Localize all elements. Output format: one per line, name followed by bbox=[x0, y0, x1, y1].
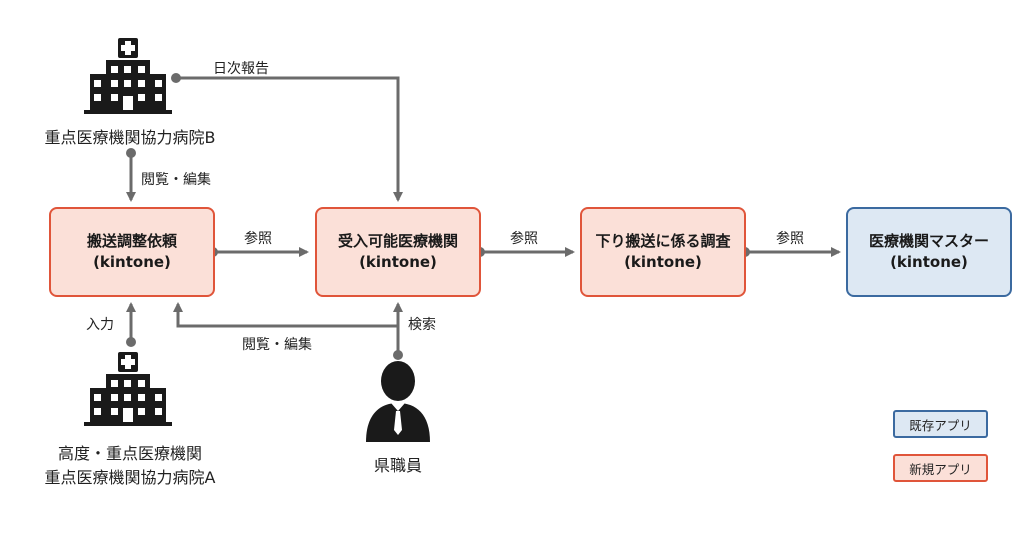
edge-daily-report bbox=[176, 76, 403, 202]
box-downward-transport-survey-title: 下り搬送に係る調査 bbox=[595, 232, 731, 250]
legend-existing-app: 既存アプリ bbox=[893, 410, 988, 438]
box-transport-request[interactable]: 搬送調整依頼 (kintone) bbox=[49, 207, 215, 297]
label-ref-1: 参照 bbox=[244, 231, 272, 247]
label-ref-3: 参照 bbox=[776, 231, 804, 247]
box-hospital-master-sub: (kintone) bbox=[890, 253, 968, 271]
box-hospital-master[interactable]: 医療機関マスター (kintone) bbox=[846, 207, 1012, 297]
person-icon bbox=[366, 361, 430, 442]
label-input: 入力 bbox=[86, 317, 114, 333]
label-search: 検索 bbox=[408, 317, 436, 333]
box-downward-transport-survey[interactable]: 下り搬送に係る調査 (kintone) bbox=[580, 207, 746, 297]
box-transport-request-title: 搬送調整依頼 bbox=[86, 232, 177, 250]
hospital-b-icon bbox=[84, 38, 172, 114]
caption-hospital-a-line2: 重点医療機関協力病院A bbox=[44, 468, 216, 487]
label-daily-report: 日次報告 bbox=[213, 61, 269, 77]
label-ref-2: 参照 bbox=[510, 231, 538, 247]
connector-dot bbox=[126, 148, 136, 158]
legend-new-app: 新規アプリ bbox=[893, 454, 988, 482]
caption-hospital-a-line1: 高度・重点医療機関 bbox=[57, 444, 202, 463]
caption-hospital-b: 重点医療機関協力病院B bbox=[44, 128, 216, 147]
connector-dot bbox=[171, 73, 181, 83]
label-view-edit-top: 閲覧・編集 bbox=[141, 172, 211, 188]
connector-dot bbox=[393, 350, 403, 360]
box-hospital-master-title: 医療機関マスター bbox=[868, 232, 989, 250]
hospital-a-icon bbox=[84, 352, 172, 426]
edge-view-edit-bottom bbox=[173, 302, 398, 328]
box-acceptable-hospitals[interactable]: 受入可能医療機関 (kintone) bbox=[315, 207, 481, 297]
box-downward-transport-survey-sub: (kintone) bbox=[624, 253, 702, 271]
box-acceptable-hospitals-sub: (kintone) bbox=[359, 253, 437, 271]
connector-dot bbox=[126, 337, 136, 347]
box-acceptable-hospitals-title: 受入可能医療機関 bbox=[337, 232, 458, 250]
box-transport-request-sub: (kintone) bbox=[93, 253, 171, 271]
label-view-edit-bottom: 閲覧・編集 bbox=[242, 337, 312, 353]
caption-staff: 県職員 bbox=[373, 456, 422, 475]
